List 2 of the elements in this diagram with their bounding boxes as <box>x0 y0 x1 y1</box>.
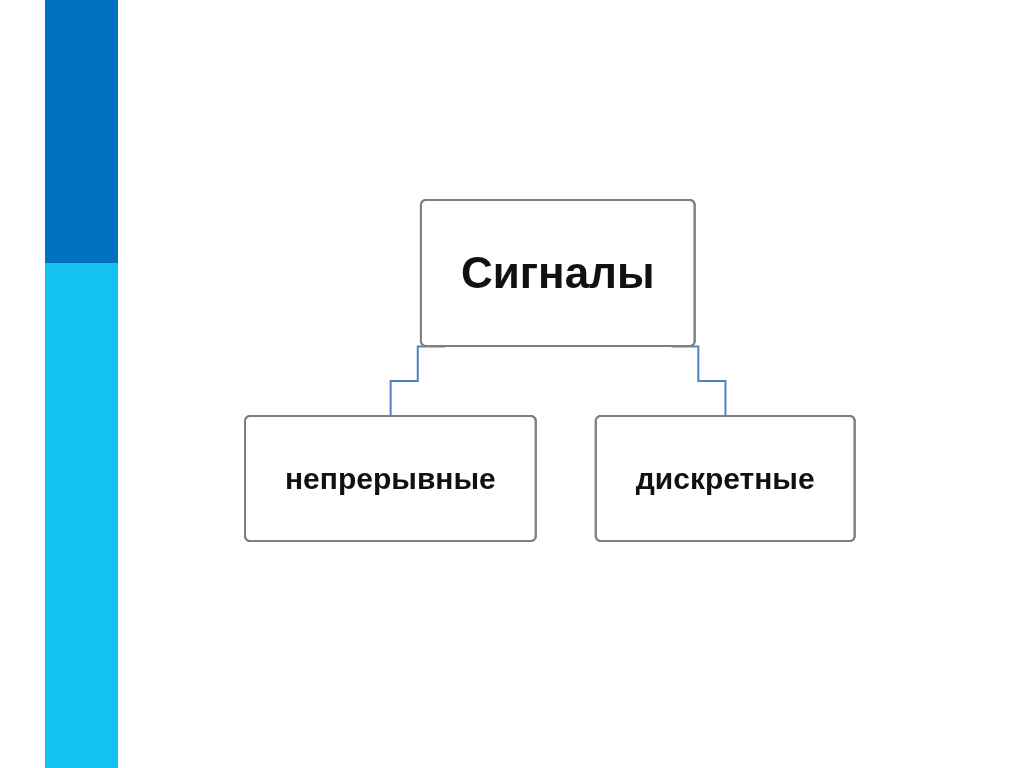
connector <box>389 345 447 417</box>
connector <box>670 345 727 417</box>
